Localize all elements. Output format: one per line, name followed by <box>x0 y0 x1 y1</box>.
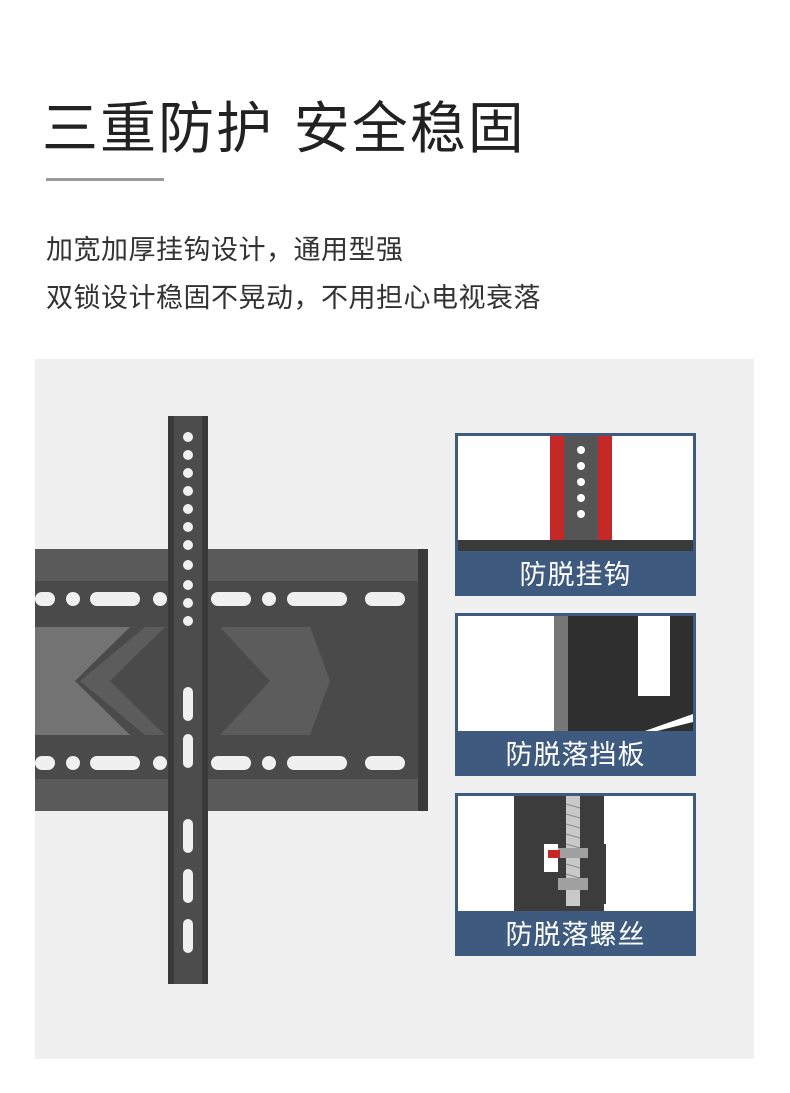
page-title: 三重防护 安全稳固 <box>42 97 526 162</box>
feature-label-baffle: 防脱落挡板 <box>458 731 693 773</box>
anti-drop-hook-icon <box>458 436 693 557</box>
anti-drop-baffle-icon <box>458 616 693 737</box>
feature-card-baffle: 防脱落挡板 <box>455 613 696 776</box>
feature-card-screw: 防脱落螺丝 <box>455 793 696 956</box>
title-divider <box>46 178 164 181</box>
description-line-1: 加宽加厚挂钩设计，通用型强 <box>46 235 404 266</box>
tv-wall-mount-image <box>35 416 428 984</box>
anti-drop-screw-icon <box>458 796 693 917</box>
feature-card-hook: 防脱挂钩 <box>455 433 696 596</box>
feature-label-screw: 防脱落螺丝 <box>458 911 693 953</box>
description-line-2: 双锁设计稳固不晃动，不用担心电视衰落 <box>46 283 541 314</box>
feature-label-hook: 防脱挂钩 <box>458 551 693 593</box>
